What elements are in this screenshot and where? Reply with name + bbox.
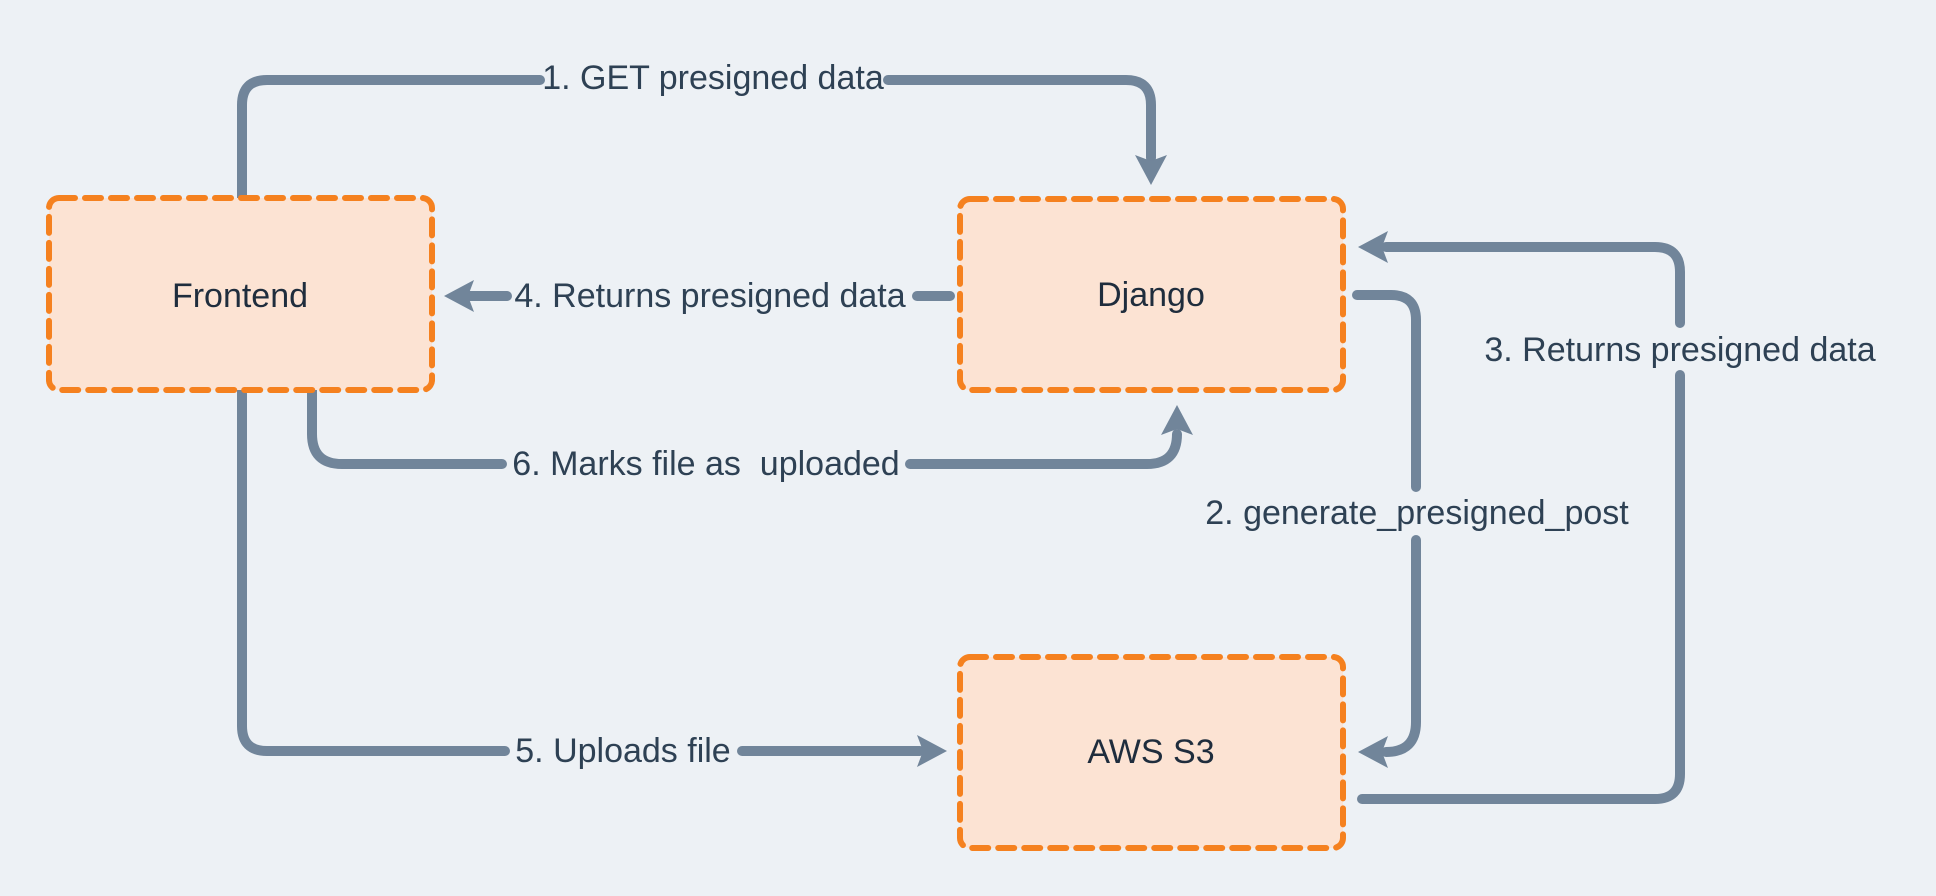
- edge-2-segment-a: [1352, 290, 1421, 492]
- edge-1-segment-b: [883, 75, 1156, 163]
- edge-5-label: 5. Uploads file: [515, 732, 730, 770]
- node-frontend-label: Frontend: [172, 277, 308, 315]
- node-aws-s3: AWS S3: [957, 654, 1346, 851]
- edge-6-label: 6. Marks file as uploaded: [512, 445, 899, 483]
- node-frontend-box: [46, 195, 435, 393]
- edge-6-segment-a: [307, 385, 507, 469]
- edge-3-returns-presigned-data: 3. Returns presigned data: [1357, 231, 1876, 804]
- node-django-label: Django: [1097, 276, 1205, 314]
- edge-1-get-presigned-data: 1. GET presigned data: [237, 59, 1167, 203]
- edge-3-label: 3. Returns presigned data: [1484, 331, 1875, 369]
- edge-1-label: 1. GET presigned data: [542, 59, 884, 97]
- edge-5-arrowhead-right: [917, 735, 947, 767]
- edge-1-arrowhead-down: [1135, 155, 1167, 185]
- edge-5-segment-a: [237, 385, 510, 756]
- edge-6-arrowhead-up: [1161, 405, 1193, 435]
- edge-6-segment-b: [905, 429, 1182, 469]
- node-django: Django: [957, 196, 1346, 393]
- node-django-box: [957, 196, 1346, 393]
- node-aws-s3-box: [957, 654, 1346, 851]
- edge-6-marks-file-uploaded: 6. Marks file as uploaded: [307, 385, 1193, 483]
- edge-2-label: 2. generate_presigned_post: [1205, 494, 1629, 532]
- edge-4-label: 4. Returns presigned data: [514, 277, 905, 315]
- edge-3-segment-b: [1381, 242, 1685, 328]
- node-frontend: Frontend: [46, 195, 435, 393]
- edge-4-arrowhead-left: [444, 280, 474, 312]
- node-aws-s3-label: AWS S3: [1087, 733, 1214, 771]
- edge-2-arrowhead-left: [1358, 736, 1388, 768]
- edge-2-generate-presigned-post: 2. generate_presigned_post: [1205, 290, 1629, 768]
- edge-1-segment-a: [237, 75, 545, 203]
- edge-5-uploads-file: 5. Uploads file: [237, 385, 947, 770]
- edge-3-arrowhead-left: [1358, 231, 1388, 263]
- edge-2-segment-b: [1381, 535, 1421, 757]
- edge-3-segment-a: [1357, 370, 1685, 804]
- edge-4-returns-presigned-data: 4. Returns presigned data: [444, 277, 955, 315]
